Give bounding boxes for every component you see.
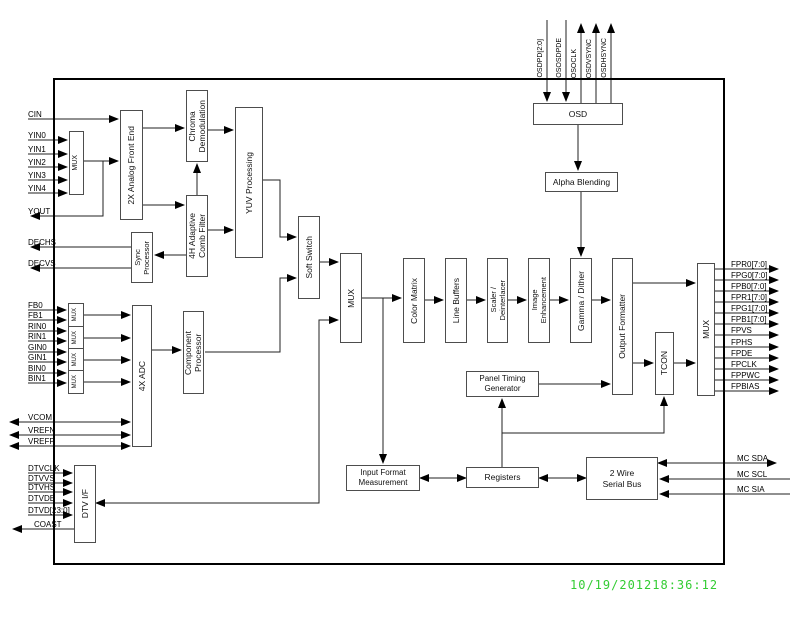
pin-osdclk: OSOCLK <box>571 48 578 78</box>
pin-vrefp: VREFP <box>28 437 55 446</box>
pin-fpvs: FPVS <box>731 326 752 335</box>
pin-coast: COAST <box>34 520 62 529</box>
pin-osdpd: OSDPD[2:0] <box>537 39 544 78</box>
pin-vrefn: VREFN <box>28 426 56 435</box>
pin-dechs: DECHS <box>28 238 57 247</box>
block-panel-timing-generator: Panel Timing Generator <box>466 371 539 397</box>
pin-dtvclk: DTVCLK <box>28 464 60 473</box>
pin-yin2: YIN2 <box>28 158 46 167</box>
block-line-buffers: Line Buffers <box>445 258 467 343</box>
block-alpha-blending: Alpha Blending <box>545 172 618 192</box>
pin-cin: CIN <box>28 110 42 119</box>
block-component-processor: Component Processor <box>183 311 204 394</box>
block-output-formatter: Output Formatter <box>612 258 633 395</box>
pin-dtvde: DTVDE <box>28 494 56 503</box>
pin-dtvd: DTVD[23:0] <box>28 506 70 515</box>
pin-yin4: YIN4 <box>28 184 46 193</box>
block-registers: Registers <box>466 467 539 488</box>
pin-fpb1: FPB1[7:0] <box>731 315 767 324</box>
pin-bin0: BIN0 <box>28 364 46 373</box>
block-dtv-interface: DTV I/F <box>74 465 96 543</box>
block-chroma-demodulation: Chroma Demodulation <box>186 90 208 162</box>
pin-fpbias: FPBIAS <box>731 382 760 391</box>
pin-osdhsync: OSDHSYNC <box>601 38 608 78</box>
block-analog-front-end: 2X Analog Front End <box>120 110 143 220</box>
pin-mc-scl: MC SCL <box>737 470 768 479</box>
pin-fpb0: FPB0[7:0] <box>731 282 767 291</box>
block-soft-switch: Soft Switch <box>298 216 320 299</box>
block-mux-output: MUX <box>697 263 715 396</box>
pin-fppwc: FPPWC <box>731 371 760 380</box>
block-yuv-processing: YUV Processing <box>235 107 263 258</box>
block-mux-center: MUX <box>340 253 362 343</box>
block-tcon: TCON <box>655 332 674 395</box>
pin-osdpde: OSOSDPDE <box>556 38 563 78</box>
block-comb-filter: 4H Adaptive Comb Filter <box>186 195 208 277</box>
block-input-format-measurement: Input Format Measurement <box>346 465 420 491</box>
pin-vcom: VCOM <box>28 413 52 422</box>
pin-yout: YOUT <box>28 207 51 216</box>
pin-dtvvs: DTVVS <box>28 474 55 483</box>
pin-fpr1: FPR1[7:0] <box>731 293 768 302</box>
pin-yin0: YIN0 <box>28 131 46 140</box>
pin-rin1: RIN1 <box>28 332 47 341</box>
pin-rin0: RIN0 <box>28 322 47 331</box>
block-4x-adc: 4X ADC <box>132 305 152 447</box>
pin-fpg0: FPG0[7:0] <box>731 271 768 280</box>
block-mux-gin: MUX <box>68 348 84 372</box>
pin-gin1: GIN1 <box>28 353 47 362</box>
pin-fphs: FPHS <box>731 338 753 347</box>
pin-mc-sia: MC SIA <box>737 485 765 494</box>
pin-yin3: YIN3 <box>28 171 46 180</box>
block-mux-bin: MUX <box>68 370 84 394</box>
block-sync-processor: Sync Processor <box>131 232 153 283</box>
pin-yin1: YIN1 <box>28 145 46 154</box>
pin-bin1: BIN1 <box>28 374 46 383</box>
pin-fb1: FB1 <box>28 311 43 320</box>
timestamp: 10/19/201218:36:12 <box>570 578 719 592</box>
block-mux-fb: MUX <box>68 303 84 327</box>
pin-fpg1: FPG1[7:0] <box>731 304 768 313</box>
pin-decvs: DECVS <box>28 259 56 268</box>
block-color-matrix: Color Matrix <box>403 258 425 343</box>
pin-osdvsync: OSDVSYNC <box>586 38 593 78</box>
block-osd: OSD <box>533 103 623 125</box>
pin-fb0: FB0 <box>28 301 43 310</box>
pin-fpde: FPDE <box>731 349 753 358</box>
block-scaler-deinterlacer: Scaler / Deinterlacer <box>487 258 508 343</box>
block-mux-rin: MUX <box>68 326 84 350</box>
pin-dtvhs: DTVHS <box>28 483 56 492</box>
pin-fpr0: FPR0[7:0] <box>731 260 768 269</box>
block-image-enhancement: Image Enhancement <box>528 258 550 343</box>
block-yin-mux: MUX <box>69 131 84 195</box>
pin-mc-sda: MC SDA <box>737 454 769 463</box>
pin-gin0: GIN0 <box>28 343 47 352</box>
block-two-wire-serial-bus: 2 Wire Serial Bus <box>586 457 658 500</box>
pin-fpclk: FPCLK <box>731 360 757 369</box>
block-gamma-dither: Gamma / Dither <box>570 258 592 343</box>
